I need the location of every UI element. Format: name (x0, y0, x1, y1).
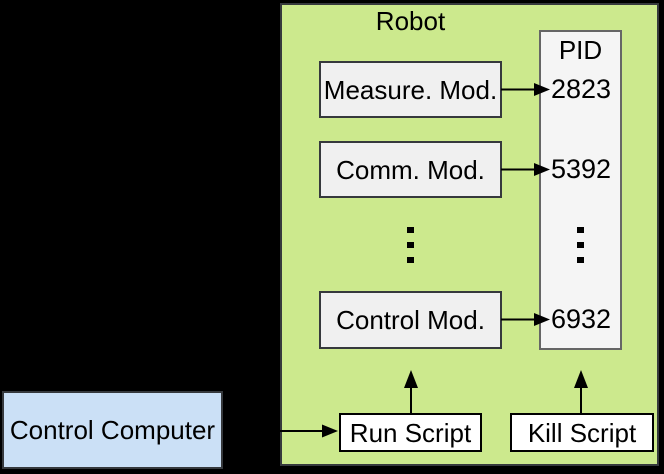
ellipsis-dot (407, 257, 414, 263)
pid-column-header: PID (558, 35, 603, 65)
run-script-box: Run Script (339, 413, 482, 452)
ellipsis-dot (577, 257, 584, 263)
pid-value-measure: 2823 (551, 74, 612, 104)
module-label-comm: Comm. Mod. (336, 154, 485, 185)
pid-column-box (539, 30, 622, 350)
kill-script-box: Kill Script (510, 413, 654, 452)
pid-value-comm: 5392 (551, 154, 612, 184)
ellipsis-dot (577, 227, 584, 233)
control-computer-box: Control Computer (2, 391, 223, 469)
ellipsis-dot (407, 242, 414, 248)
module-box-control: Control Mod. (319, 291, 502, 349)
robot-title: Robot (375, 6, 446, 36)
ellipsis-dot (407, 227, 414, 233)
run-script-label: Run Script (349, 417, 472, 448)
module-box-comm: Comm. Mod. (319, 141, 502, 198)
control-computer-label: Control Computer (9, 415, 216, 445)
module-label-measure: Measure. Mod. (323, 74, 498, 105)
vertical-ellipsis-modules (407, 227, 414, 272)
pid-value-control: 6932 (551, 304, 612, 334)
module-label-control: Control Mod. (336, 305, 485, 335)
module-box-measure: Measure. Mod. (319, 61, 502, 118)
ellipsis-dot (577, 242, 584, 248)
kill-script-label: Kill Script (527, 417, 637, 448)
vertical-ellipsis-pid (577, 227, 584, 272)
